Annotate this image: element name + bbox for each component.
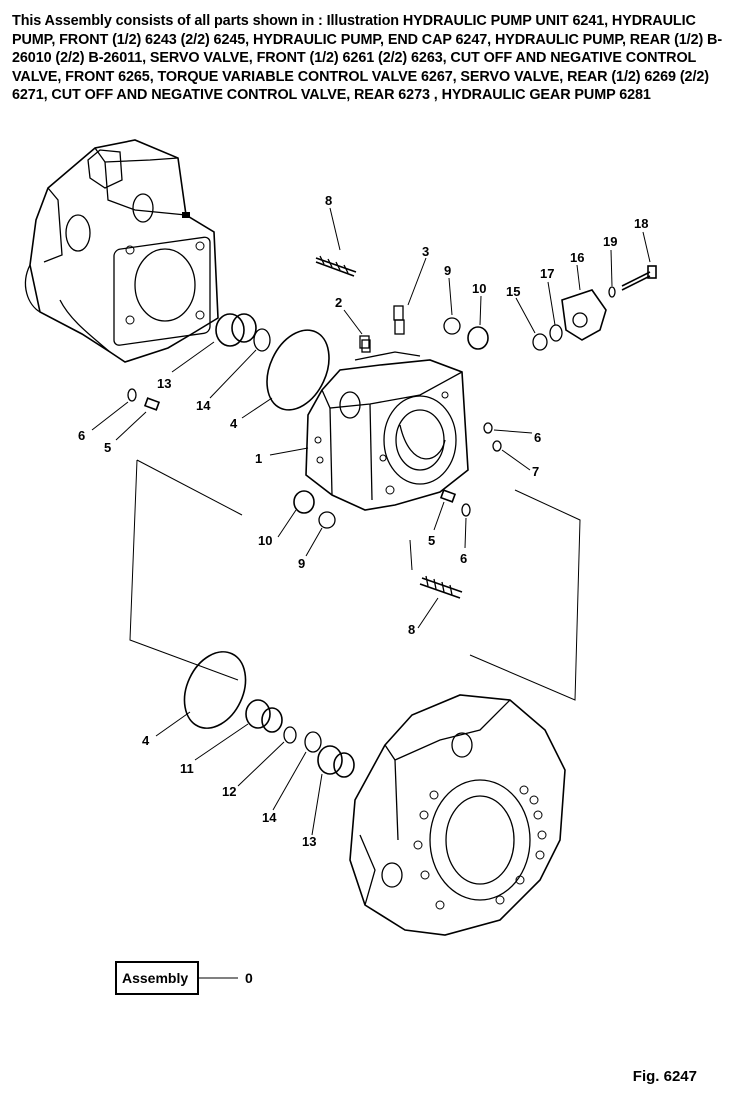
callout-4-lower: 4 — [142, 733, 150, 748]
rear-pump-housing — [349, 694, 566, 936]
callout-numbers: 8 3 9 10 15 17 16 19 18 2 13 14 4 6 5 1 … — [78, 193, 648, 849]
callout-1: 1 — [255, 451, 262, 466]
assembly-description: This Assembly consists of all parts show… — [12, 13, 723, 104]
callout-12: 12 — [222, 784, 236, 799]
callout-14-lower: 14 — [262, 810, 277, 825]
leader-lines — [91, 207, 651, 979]
callout-10-upper: 10 — [472, 281, 486, 296]
callout-2: 2 — [335, 295, 342, 310]
callout-6-lower: 6 — [460, 551, 467, 566]
callout-15: 15 — [506, 284, 520, 299]
callout-8-upper: 8 — [325, 193, 332, 208]
callout-5-left: 5 — [104, 440, 111, 455]
callout-19: 19 — [603, 234, 617, 249]
callout-5-lower: 5 — [428, 533, 435, 548]
small-parts — [127, 255, 657, 778]
callout-4-upper: 4 — [230, 416, 238, 431]
callout-9-upper: 9 — [444, 263, 451, 278]
assembly-number: 0 — [245, 970, 253, 986]
callout-3: 3 — [422, 244, 429, 259]
callout-18: 18 — [634, 216, 648, 231]
end-cap-block — [305, 319, 469, 511]
figure-number: Fig. 6247 — [632, 1068, 697, 1085]
callout-13-lower: 13 — [302, 834, 316, 849]
callout-10-lower: 10 — [258, 533, 272, 548]
callout-11: 11 — [180, 761, 194, 776]
callout-16: 16 — [570, 250, 584, 265]
callout-13-upper: 13 — [157, 376, 171, 391]
callout-17: 17 — [540, 266, 554, 281]
assembly-outline — [129, 459, 581, 701]
front-pump-housing — [24, 139, 219, 363]
callout-6-right: 6 — [534, 430, 541, 445]
assembly-legend: Assembly 0 — [115, 961, 253, 995]
callout-7: 7 — [532, 464, 539, 479]
callout-14-upper: 14 — [196, 398, 211, 413]
callout-8-lower: 8 — [408, 622, 415, 637]
assembly-label: Assembly — [122, 970, 188, 986]
callout-6-left: 6 — [78, 428, 85, 443]
callout-9-lower: 9 — [298, 556, 305, 571]
